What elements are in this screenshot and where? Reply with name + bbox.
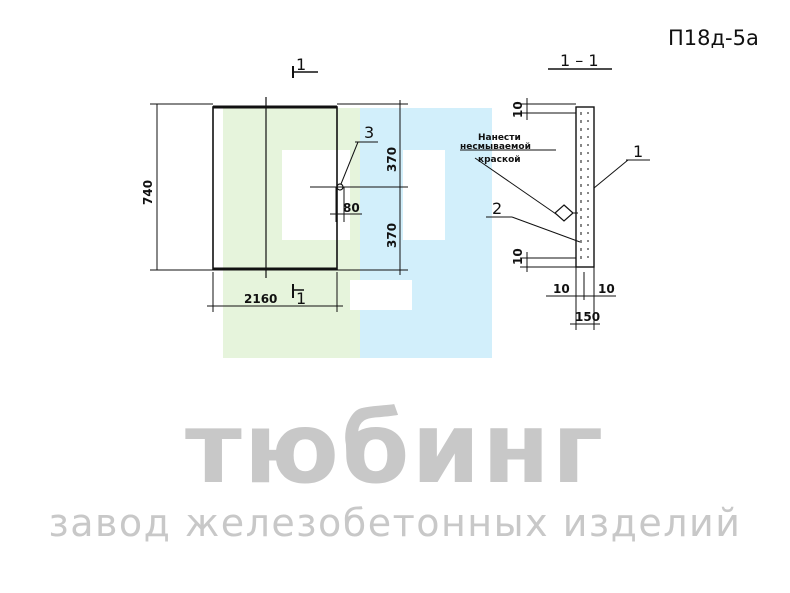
dim-height-740: 740 — [141, 180, 155, 205]
section-mark-bottom: 1 — [296, 289, 306, 308]
brand-tagline: завод железобетонных изделий — [48, 501, 742, 545]
note-line-1: Нанести — [478, 133, 521, 143]
section-label: 1 – 1 — [560, 51, 599, 70]
marking-diamond-icon — [554, 204, 574, 222]
panel-front-view — [150, 66, 408, 312]
dim-edge-top-10: 10 — [511, 101, 525, 118]
note-line-2: несмываемой — [460, 142, 531, 152]
section-profile — [575, 106, 595, 268]
logo-white-cut-1 — [282, 150, 350, 240]
dim-edge-bottom-10: 10 — [511, 248, 525, 265]
brand-name: тюбинг — [184, 392, 606, 506]
logo-watermark — [223, 108, 492, 358]
note-line-3: краской — [478, 155, 521, 165]
page-title: П18д-5а — [668, 26, 759, 50]
logo-white-cut-3 — [350, 280, 412, 310]
section-1-1-view — [460, 68, 650, 330]
callout-1: 1 — [633, 142, 643, 161]
dim-upper-370: 370 — [385, 147, 399, 172]
callout-3: 3 — [364, 123, 374, 142]
dim-bottom-right-10: 10 — [598, 282, 615, 296]
callout-2: 2 — [492, 199, 502, 218]
section-mark-top: 1 — [296, 55, 306, 74]
dim-bottom-left-10: 10 — [553, 282, 570, 296]
dim-lower-370: 370 — [385, 223, 399, 248]
dim-offset-80: 80 — [343, 201, 360, 215]
dim-thickness-150: 150 — [575, 310, 600, 324]
logo-white-cut-2 — [403, 150, 445, 240]
dim-width-2160: 2160 — [244, 292, 277, 306]
